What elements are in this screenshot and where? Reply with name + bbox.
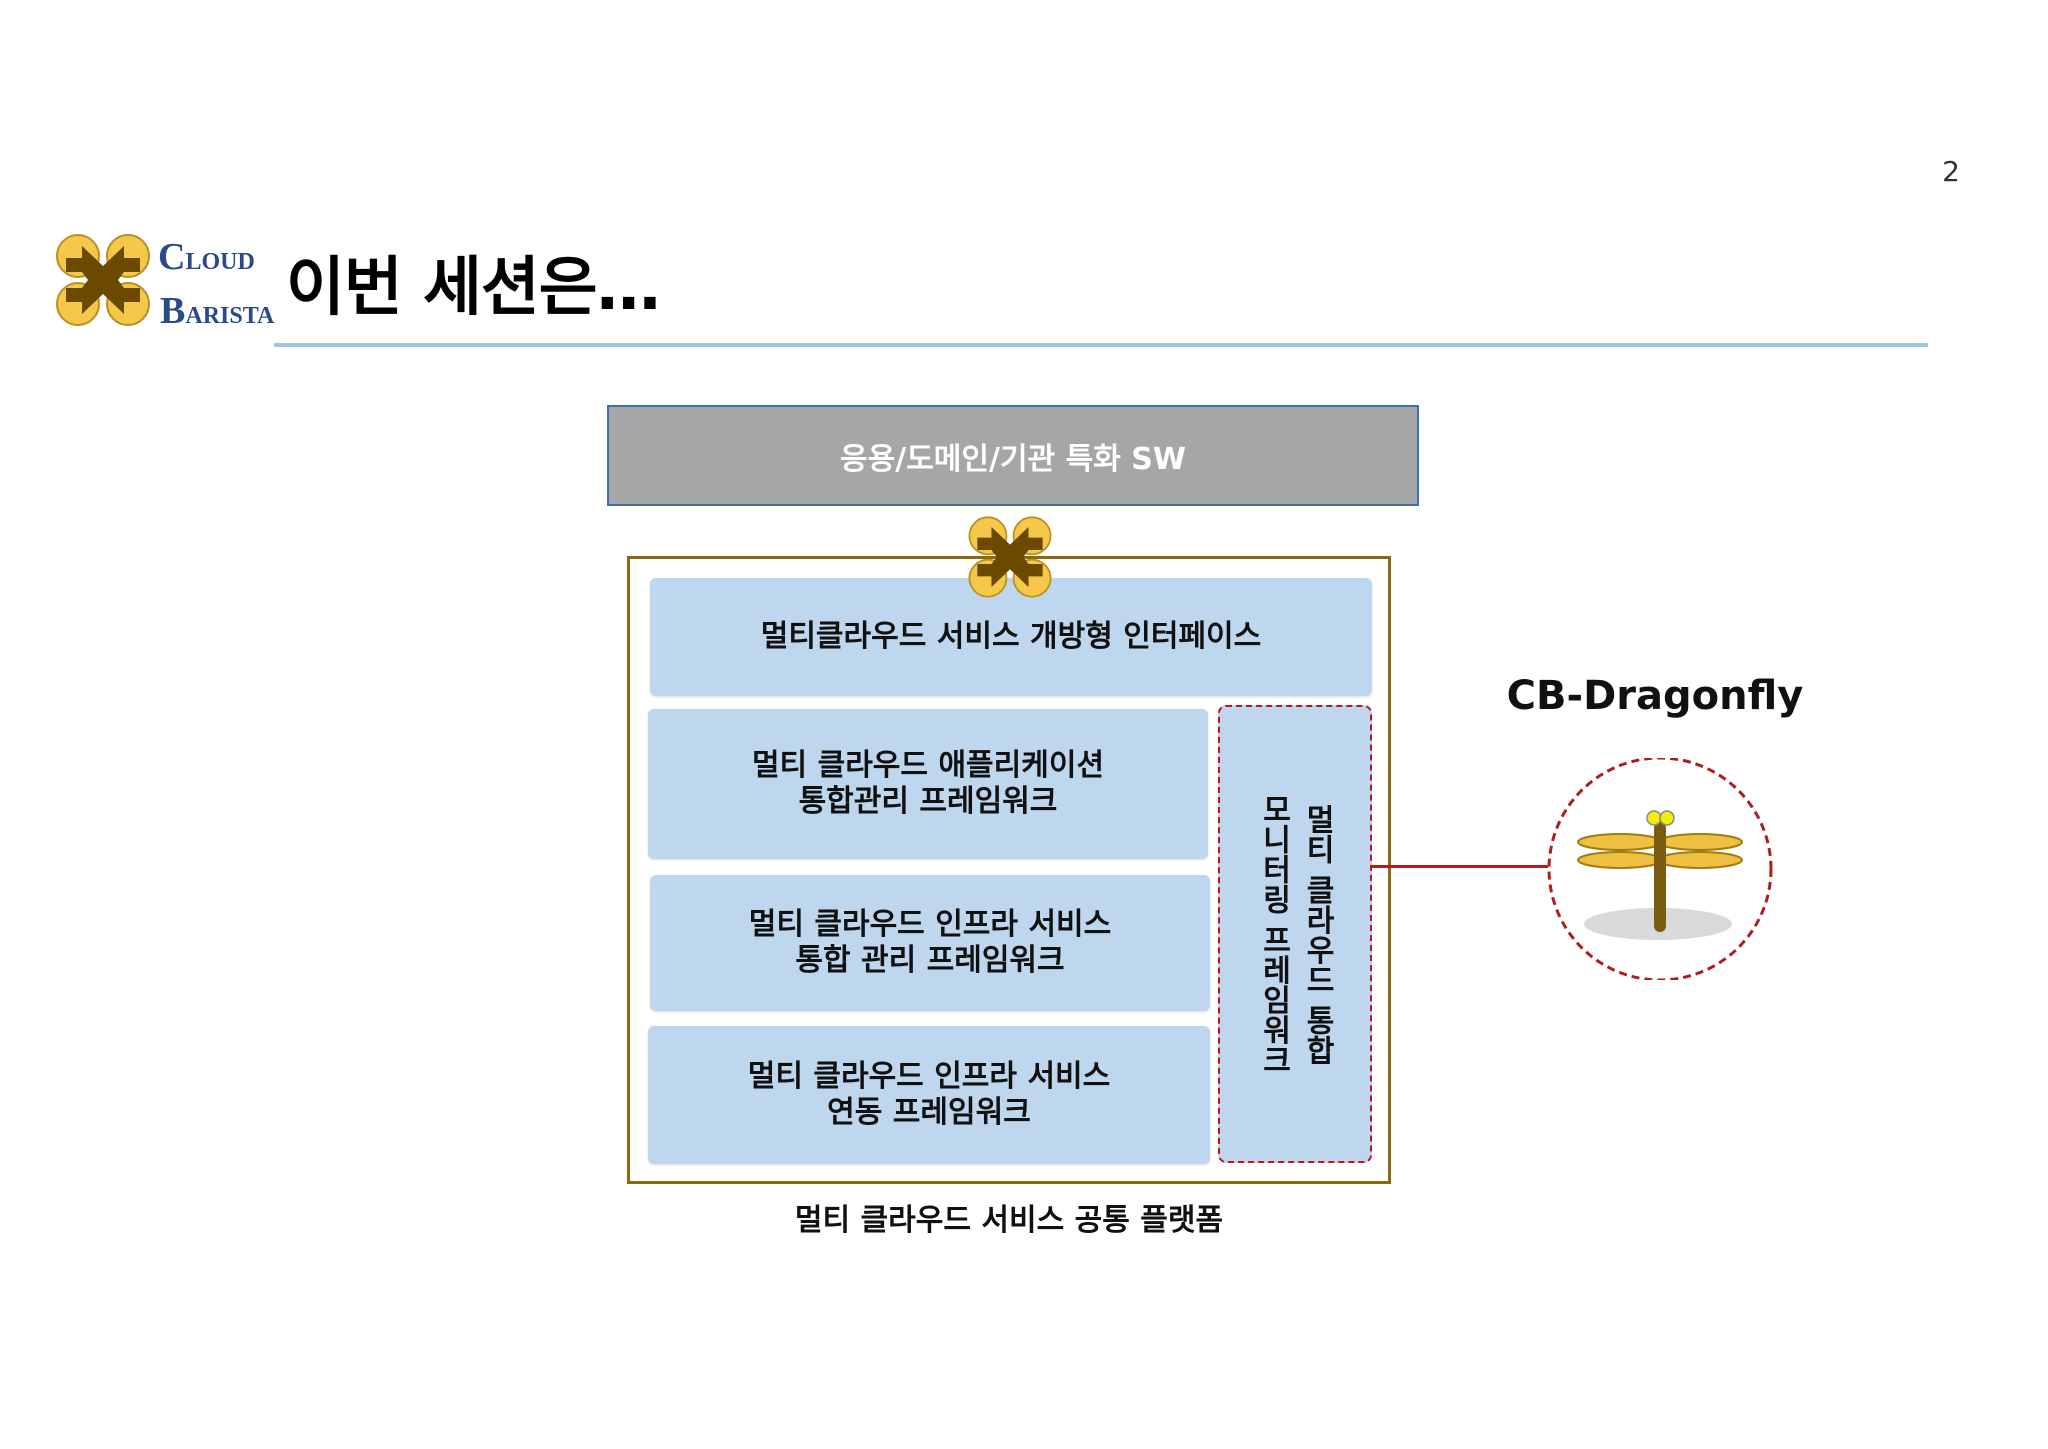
connector-line — [1372, 865, 1548, 868]
app-framework-line2: 통합관리 프레임워크 — [798, 784, 1058, 819]
cloud-barista-logo-icon — [968, 516, 1052, 598]
platform-caption: 멀티 클라우드 서비스 공통 플랫폼 — [794, 1203, 1224, 1238]
monitoring-framework-box: 멀티 클라우드 통합 모니터링 프레임워크 — [1218, 705, 1372, 1163]
infra-link-line2: 연동 프레임워크 — [827, 1095, 1031, 1130]
logo-cloud-initial: C — [158, 236, 186, 278]
infra-management-line2: 통합 관리 프레임워크 — [795, 943, 1065, 978]
logo-word-barista: BARISTA — [160, 292, 274, 330]
monitoring-line1: 멀티 클라우드 통합 — [1299, 803, 1335, 1065]
logo-barista-rest: ARISTA — [185, 303, 275, 329]
title-divider — [274, 343, 1928, 347]
infra-link-line1: 멀티 클라우드 인프라 서비스 — [747, 1059, 1111, 1094]
domain-sw-label: 응용/도메인/기관 특화 SW — [840, 441, 1186, 477]
logo-cloud-rest: LOUD — [185, 249, 255, 275]
infra-link-box: 멀티 클라우드 인프라 서비스 연동 프레임워크 — [648, 1026, 1210, 1164]
app-framework-box: 멀티 클라우드 애플리케이션 통합관리 프레임워크 — [648, 709, 1208, 859]
page-title: 이번 세션은… — [286, 251, 661, 325]
open-interface-label: 멀티클라우드 서비스 개방형 인터페이스 — [760, 619, 1262, 654]
page-number: 2 — [1942, 155, 1960, 188]
open-interface-box: 멀티클라우드 서비스 개방형 인터페이스 — [650, 578, 1372, 696]
monitoring-framework-label: 멀티 클라우드 통합 모니터링 프레임워크 — [1252, 794, 1339, 1074]
monitoring-line2: 모니터링 프레임워크 — [1256, 793, 1291, 1075]
dragonfly-title: CB-Dragonfly — [1506, 673, 1804, 719]
infra-management-box: 멀티 클라우드 인프라 서비스 통합 관리 프레임워크 — [650, 875, 1210, 1011]
dragonfly-icon — [1547, 758, 1773, 980]
domain-sw-box: 응용/도메인/기관 특화 SW — [607, 405, 1419, 506]
logo-barista-initial: B — [160, 290, 186, 332]
app-framework-line1: 멀티 클라우드 애플리케이션 — [751, 748, 1105, 783]
cloud-barista-logo-icon — [56, 234, 150, 326]
infra-management-line1: 멀티 클라우드 인프라 서비스 — [748, 907, 1112, 942]
logo-word-cloud: CLOUD — [158, 238, 255, 276]
